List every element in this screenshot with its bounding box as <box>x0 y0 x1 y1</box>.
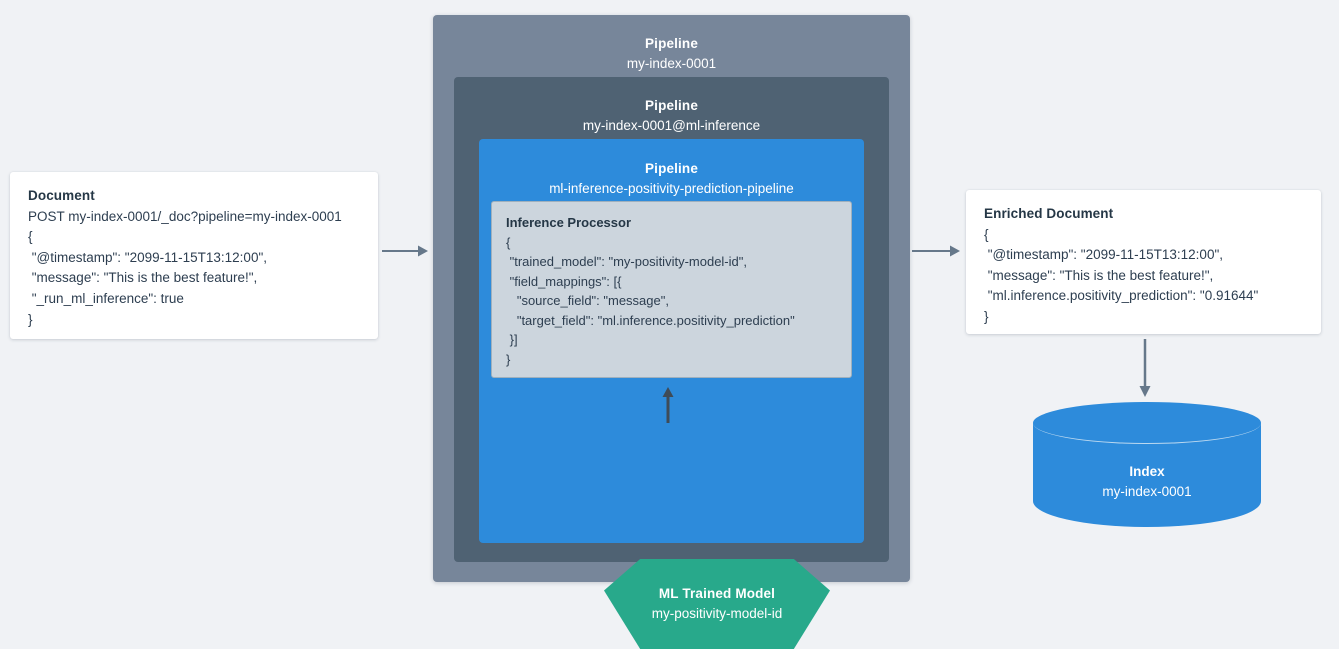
ml-trained-model-kind: ML Trained Model <box>658 586 776 602</box>
index-cylinder: Index my-index-0001 <box>1033 402 1261 527</box>
diagram-canvas: Document POST my-index-0001/_doc?pipelin… <box>10 15 1321 649</box>
inference-processor-line: } <box>506 351 511 367</box>
document-card-line: POST my-index-0001/_doc?pipeline=my-inde… <box>28 208 342 224</box>
pipeline-inner-kind: Pipeline <box>645 161 698 176</box>
pipeline-middle-header: Pipeline my-index-0001@ml-inference <box>454 96 889 137</box>
enriched-document-card-line: "ml.inference.positivity_prediction": "0… <box>984 288 1259 304</box>
inference-processor-line: "field_mappings": [{ <box>506 273 622 289</box>
ml-trained-model-hexagon: ML Trained Model my-positivity-model-id <box>604 559 830 649</box>
arrow-model-to-processor-icon <box>661 387 675 428</box>
index-cylinder-top <box>1033 402 1261 444</box>
enriched-document-card-line: "message": "This is the best feature!", <box>984 267 1214 283</box>
pipeline-outer-kind: Pipeline <box>645 36 698 51</box>
inference-processor-box: Inference Processor { "trained_model": "… <box>491 201 852 378</box>
pipeline-outer-header: Pipeline my-index-0001 <box>433 34 910 75</box>
pipeline-middle-kind: Pipeline <box>645 98 698 113</box>
inference-processor-line: "target_field": "ml.inference.positivity… <box>506 312 795 328</box>
enriched-document-card-title: Enriched Document <box>984 206 1114 221</box>
index-cylinder-label: Index my-index-0001 <box>1033 462 1261 503</box>
pipeline-middle-name: my-index-0001@ml-inference <box>582 118 761 134</box>
document-card-line: "@timestamp": "2099-11-15T13:12:00", <box>28 249 267 265</box>
inference-processor-line: }] <box>506 332 518 347</box>
enriched-document-card-line: "@timestamp": "2099-11-15T13:12:00", <box>984 247 1223 263</box>
pipeline-inner-name: ml-inference-positivity-prediction-pipel… <box>549 181 794 197</box>
pipeline-inner: Pipeline ml-inference-positivity-predict… <box>479 139 864 649</box>
document-card-title: Document <box>28 188 95 203</box>
inference-processor-title: Inference Processor <box>506 215 632 230</box>
enriched-document-card-line: { <box>984 226 989 242</box>
arrow-document-to-pipeline-icon <box>382 244 428 263</box>
inference-processor-line: { <box>506 234 511 250</box>
index-name: my-index-0001 <box>1102 484 1192 500</box>
enriched-document-card: Enriched Document { "@timestamp": "2099-… <box>966 190 1321 334</box>
pipeline-outer-name: my-index-0001 <box>626 56 717 72</box>
document-card-line: } <box>28 311 33 327</box>
pipeline-outer: Pipeline my-index-0001 Pipeline my-index… <box>433 15 910 649</box>
document-card-line: "_run_ml_inference": true <box>28 290 184 306</box>
inference-processor-line: "trained_model": "my-positivity-model-id… <box>506 254 747 269</box>
arrow-enriched-to-index-icon <box>1138 339 1152 402</box>
ml-trained-model-name: my-positivity-model-id <box>651 606 783 621</box>
document-card-line: { <box>28 229 33 245</box>
pipeline-middle: Pipeline my-index-0001@ml-inference Pipe… <box>454 77 889 649</box>
document-card-line: "message": "This is the best feature!", <box>28 270 258 286</box>
arrow-pipeline-to-enriched-icon <box>912 244 960 263</box>
enriched-document-card-line: } <box>984 308 989 324</box>
pipeline-inner-header: Pipeline ml-inference-positivity-predict… <box>479 159 864 200</box>
document-card: Document POST my-index-0001/_doc?pipelin… <box>10 172 378 339</box>
index-kind: Index <box>1129 464 1165 479</box>
inference-processor-line: "source_field": "message", <box>506 293 669 308</box>
